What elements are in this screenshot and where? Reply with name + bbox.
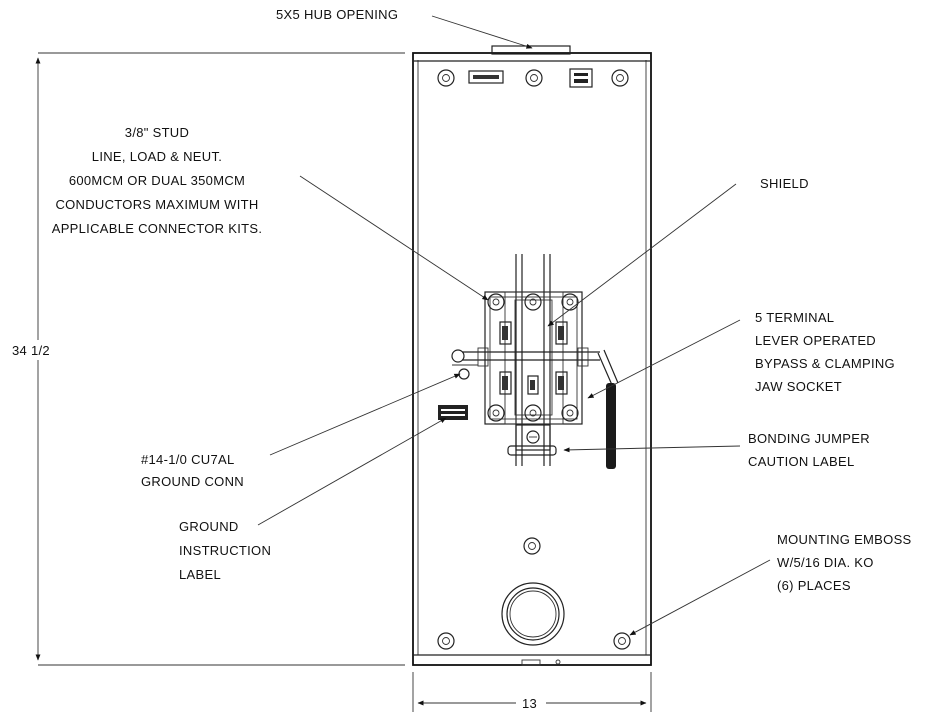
svg-text:CAUTION LABEL: CAUTION LABEL	[748, 454, 854, 469]
enclosure	[412, 45, 652, 666]
shield-label: SHIELD	[760, 176, 809, 191]
height-label: 34 1/2	[12, 343, 50, 358]
stud-bot-mid	[524, 404, 542, 422]
emboss-top-mid	[525, 69, 543, 87]
svg-text:3/8" STUD: 3/8" STUD	[125, 125, 189, 140]
bonding-label: BONDING JUMPER CAUTION LABEL	[748, 431, 870, 469]
svg-text:BYPASS & CLAMPING: BYPASS & CLAMPING	[755, 356, 895, 371]
svg-text:600MCM OR DUAL 350MCM: 600MCM OR DUAL 350MCM	[69, 173, 245, 188]
stud-bot-right	[561, 404, 579, 422]
stud-top-left	[487, 293, 505, 311]
svg-text:JAW SOCKET: JAW SOCKET	[755, 379, 842, 394]
svg-text:INSTRUCTION: INSTRUCTION	[179, 543, 271, 558]
emboss-top-left	[437, 69, 455, 87]
mounting-emboss	[437, 69, 631, 650]
svg-text:(6) PLACES: (6) PLACES	[777, 578, 851, 593]
stud-label: 3/8" STUD LINE, LOAD & NEUT. 600MCM OR D…	[52, 125, 263, 236]
svg-text:APPLICABLE CONNECTOR KITS.: APPLICABLE CONNECTOR KITS.	[52, 221, 263, 236]
hub-label: 5X5 HUB OPENING	[276, 7, 398, 22]
svg-text:#14-1/0 CU7AL: #14-1/0 CU7AL	[141, 452, 235, 467]
top-label-plates	[468, 68, 593, 88]
svg-text:BONDING JUMPER: BONDING JUMPER	[748, 431, 870, 446]
ground-conn-label: #14-1/0 CU7AL GROUND CONN	[141, 452, 244, 489]
socket-label: 5 TERMINAL LEVER OPERATED BYPASS & CLAMP…	[755, 310, 895, 394]
leaders	[257, 15, 771, 636]
svg-text:LABEL: LABEL	[179, 567, 221, 582]
ground-instruction-plate	[438, 405, 468, 420]
jaw-socket-assembly	[438, 254, 619, 469]
jaws	[499, 321, 568, 395]
svg-text:GROUND CONN: GROUND CONN	[141, 474, 244, 489]
emboss-center	[523, 537, 541, 555]
stud-bot-left	[487, 404, 505, 422]
width-dimension: 13	[412, 672, 652, 712]
width-label: 13	[522, 696, 537, 711]
bypass-lever	[597, 349, 619, 469]
emboss-top-right	[611, 69, 629, 87]
emboss-bottom-right	[613, 632, 631, 650]
ground-connector	[451, 349, 478, 380]
svg-text:5 TERMINAL: 5 TERMINAL	[755, 310, 834, 325]
mounting-label: MOUNTING EMBOSS W/5/16 DIA. KO (6) PLACE…	[777, 532, 912, 593]
bottom-knockout	[501, 582, 565, 646]
svg-text:CONDUCTORS MAXIMUM WITH: CONDUCTORS MAXIMUM WITH	[55, 197, 258, 212]
svg-text:LEVER OPERATED: LEVER OPERATED	[755, 333, 876, 348]
emboss-bottom-left	[437, 632, 455, 650]
svg-text:MOUNTING EMBOSS: MOUNTING EMBOSS	[777, 532, 912, 547]
svg-text:LINE, LOAD & NEUT.: LINE, LOAD & NEUT.	[92, 149, 222, 164]
stud-top-right	[561, 293, 579, 311]
bonding-jumper	[507, 445, 557, 456]
svg-text:W/5/16 DIA. KO: W/5/16 DIA. KO	[777, 555, 874, 570]
ground-instruction-label: GROUND INSTRUCTION LABEL	[179, 519, 271, 582]
svg-text:GROUND: GROUND	[179, 519, 239, 534]
stud-top-mid	[524, 293, 542, 311]
height-dimension: 34 1/2	[12, 52, 405, 666]
